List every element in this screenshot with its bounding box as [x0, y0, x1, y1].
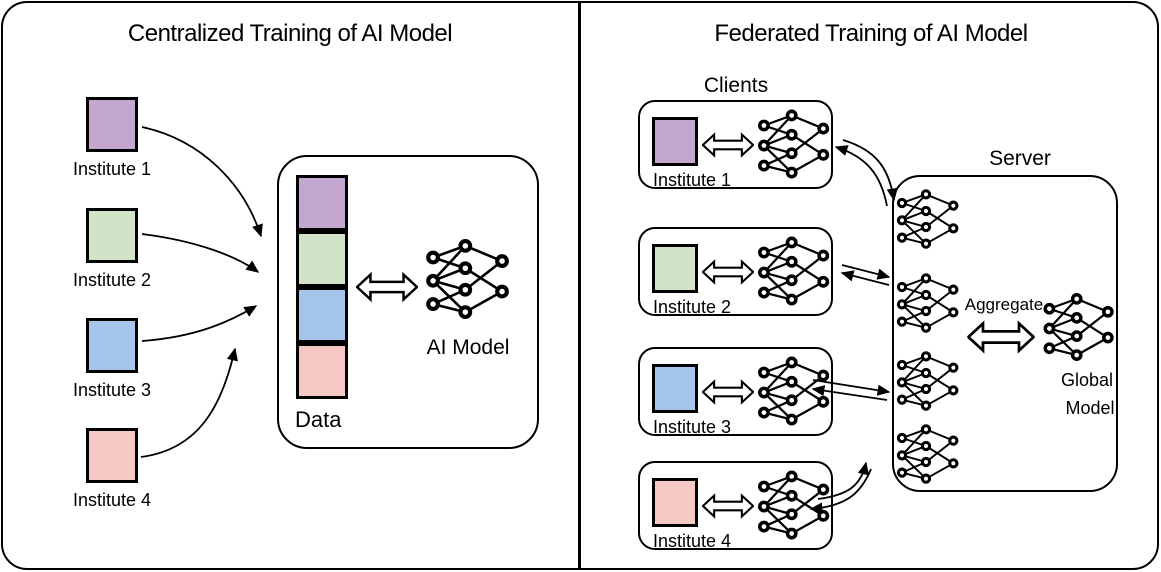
institute-1-square	[86, 97, 138, 152]
client-box-1: Institute 1	[638, 100, 833, 190]
double-arrow-icon	[702, 378, 754, 406]
institute-4-label: Institute 4	[72, 490, 152, 510]
neural-network-icon	[755, 468, 833, 542]
institute-4-square	[86, 428, 138, 483]
double-arrow-icon	[963, 319, 1039, 355]
client-box-4: Institute 4	[638, 461, 833, 551]
neural-network-icon	[894, 271, 962, 335]
client-box-2: Institute 2	[638, 227, 833, 317]
data-cell-institute-2	[296, 231, 348, 287]
neural-network-icon	[1041, 290, 1117, 364]
clients-label: Clients	[703, 74, 769, 97]
institute-2-square	[86, 208, 138, 263]
client-3-data-square	[652, 364, 698, 413]
panel-divider	[578, 3, 581, 569]
neural-network-icon	[894, 349, 962, 413]
neural-network-icon	[894, 422, 962, 486]
neural-network-icon	[894, 187, 962, 251]
global-model-label-line1: Global	[1060, 370, 1114, 390]
federated-title: Federated Training of AI Model	[714, 20, 1028, 47]
neural-network-icon	[422, 236, 514, 322]
institute-3-square	[86, 318, 138, 373]
data-cell-institute-1	[296, 175, 348, 231]
institute-2-label: Institute 2	[72, 270, 152, 290]
institute-3-label: Institute 3	[72, 380, 152, 400]
data-cell-institute-3	[296, 287, 348, 343]
client-4-label: Institute 4	[653, 531, 732, 551]
neural-network-icon	[755, 354, 833, 428]
data-label: Data	[295, 407, 342, 432]
institute-1-label: Institute 1	[72, 159, 152, 179]
client-1-data-square	[652, 117, 698, 166]
client-2-label: Institute 2	[653, 297, 732, 317]
server-label: Server	[989, 147, 1051, 170]
client-4-data-square	[652, 478, 698, 527]
data-stack	[296, 175, 348, 399]
client-2-data-square	[652, 244, 698, 293]
client-1-label: Institute 1	[653, 170, 732, 190]
global-model-label-line2: Model	[1065, 398, 1115, 418]
double-arrow-icon	[356, 270, 418, 304]
neural-network-icon	[755, 107, 833, 181]
double-arrow-icon	[702, 492, 754, 520]
data-cell-institute-4	[296, 343, 348, 399]
centralized-title: Centralized Training of AI Model	[127, 20, 453, 47]
neural-network-icon	[755, 234, 833, 308]
client-3-label: Institute 3	[653, 417, 732, 437]
double-arrow-icon	[702, 131, 754, 159]
client-box-3: Institute 3	[638, 347, 833, 437]
double-arrow-icon	[702, 258, 754, 286]
ai-model-label: AI Model	[426, 336, 510, 359]
aggregate-label: Aggregate	[964, 295, 1044, 314]
